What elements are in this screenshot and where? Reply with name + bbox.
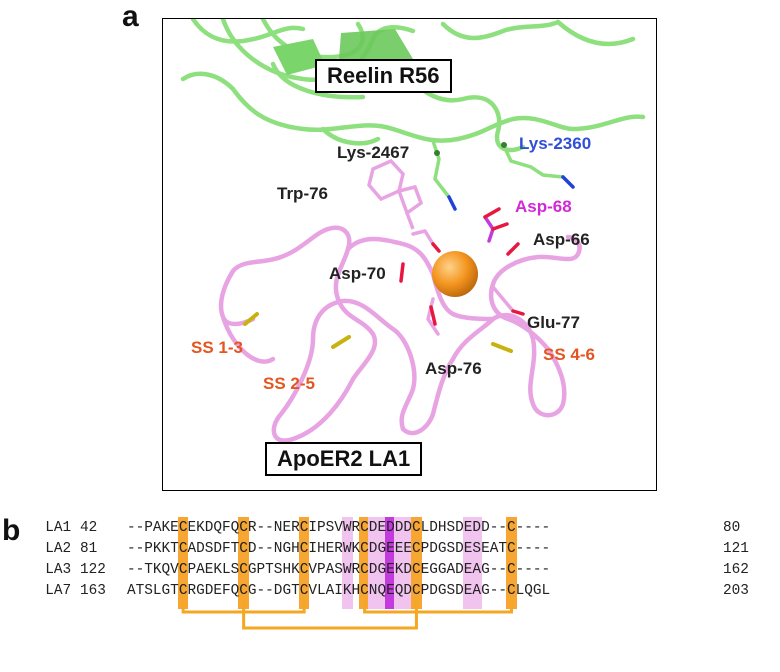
trp-ring	[367, 158, 424, 230]
residue-label: SS 4-6	[543, 345, 595, 364]
disulfides	[243, 312, 513, 353]
reelin-sheet-2	[273, 39, 325, 75]
alignment-column-highlight	[342, 517, 353, 609]
lys2467-ca	[434, 150, 440, 156]
alignment-column-highlight	[471, 517, 483, 609]
panel-a-label: a	[122, 0, 139, 33]
disulfide-bracket	[242, 600, 418, 630]
row-name: LA2	[45, 541, 72, 557]
row-end: 162	[723, 562, 749, 578]
row-sequence: --PKKTCADSDFTCD--NGHCIHERWKCDGEEECPDGSDE…	[127, 541, 551, 557]
residue-label: Asp-66	[533, 230, 590, 249]
row-end: 203	[723, 583, 749, 599]
row-end: 121	[723, 541, 749, 557]
residue-label: SS 2-5	[263, 374, 315, 393]
alignment-column-highlight	[359, 517, 370, 609]
alignment-column-highlight	[462, 517, 474, 609]
alignment-column-highlight	[376, 517, 388, 609]
alignment-column-highlight	[177, 517, 189, 609]
row-name: LA3	[45, 562, 72, 578]
row-sequence: --PAKECEKDQFQCR--NERCIPSVWRCDEDDDCLDHSDE…	[127, 520, 551, 536]
residue-label: Trp-76	[277, 184, 329, 203]
alignment-column-highlight	[298, 517, 310, 609]
row-sequence: ATSLGTCRGDEFQCG--DGTCVLAIKHCNQEQDCPDGSDE…	[127, 583, 551, 599]
reelin-label: Reelin R56	[315, 59, 452, 93]
alignment-column-highlight	[506, 517, 517, 609]
residue-label: Glu-77	[527, 313, 580, 332]
row-start: 42	[80, 520, 98, 536]
reelin-ribbon	[180, 19, 646, 153]
row-end: 80	[723, 520, 741, 536]
row-start: 81	[80, 541, 98, 557]
alignment-column-highlight	[402, 517, 414, 609]
row-name: LA7	[45, 583, 72, 599]
alignment-column-highlight	[393, 517, 405, 609]
row-name: LA1	[45, 520, 72, 536]
residue-label: Asp-68	[515, 197, 572, 216]
alignment-column-highlight	[385, 517, 396, 609]
alignment-column-highlight	[367, 517, 379, 609]
alignment-row: LA1 42 --PAKECEKDQFQCR--NERCIPSVWRCDEDDD…	[28, 519, 740, 537]
residue-label: SS 1-3	[191, 338, 243, 357]
alignment-row: LA2 81 --PKKTCADSDFTCD--NGHCIHERWKCDGEEE…	[28, 540, 749, 558]
structure-panel: Reelin R56 ApoER2 LA1 Lys-2467 Lys-2360 …	[162, 18, 657, 491]
alignment-column-highlight	[238, 517, 249, 609]
alignment-row: LA3 122 --TKQVCPAEKLSCGPTSHKCVPASWRCDGEK…	[28, 561, 749, 579]
residue-label: Asp-76	[425, 359, 482, 378]
apoer2-label: ApoER2 LA1	[265, 442, 423, 476]
panel-b-label: b	[2, 514, 21, 547]
row-start: 122	[80, 562, 106, 578]
calcium-ion	[432, 251, 478, 297]
lys2360-ca	[501, 142, 507, 148]
la1-sidechains	[399, 207, 525, 336]
row-start: 163	[80, 583, 106, 599]
disulfide-bracket	[363, 600, 513, 614]
row-sequence: --TKQVCPAEKLSCGPTSHKCVPASWRCDGEKDCEGGADE…	[127, 562, 551, 578]
residue-label: Lys-2360	[519, 134, 592, 153]
disulfide-brackets	[181, 600, 513, 630]
residue-label: Lys-2467	[337, 143, 410, 162]
residue-label: Asp-70	[329, 264, 386, 283]
lysine-sidechains	[431, 139, 575, 211]
alignment-column-highlight	[411, 517, 422, 609]
alignment-row: LA7 163 ATSLGTCRGDEFQCG--DGTCVLAIKHCNQEQ…	[28, 582, 749, 600]
la1-ribbon	[218, 225, 582, 443]
